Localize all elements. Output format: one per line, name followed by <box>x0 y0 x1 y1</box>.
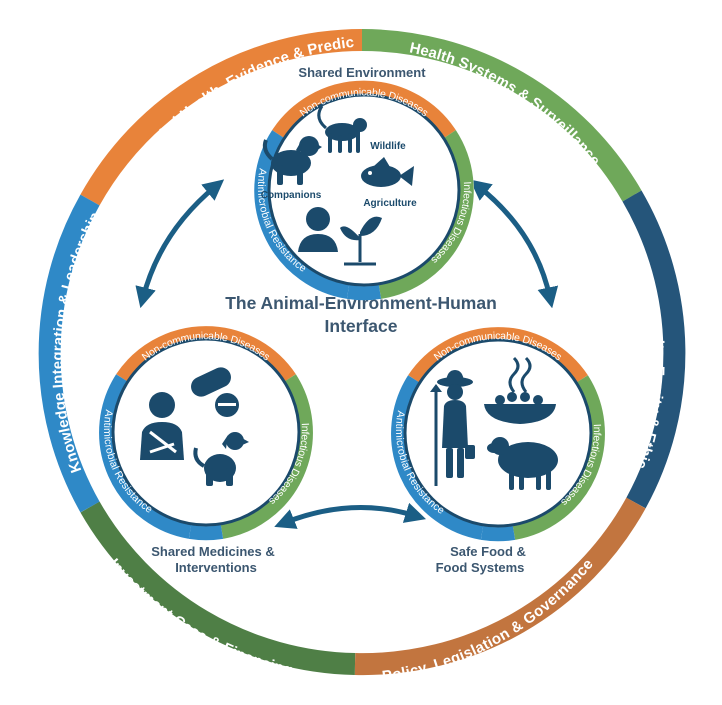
circle-shared-medicines: Non-communicable Diseases Infectious Dis… <box>98 324 314 575</box>
sheep-icon <box>487 437 558 490</box>
circle-safe-food: Non-communicable Diseases Infectious Dis… <box>390 325 606 575</box>
farmer-icon <box>430 370 475 486</box>
arrows <box>135 179 559 529</box>
ring-label-policy: Policy, Legislation & Governance <box>381 556 597 686</box>
center-title: The Animal-Environment-Human Interface <box>225 293 497 336</box>
injured-person-icon <box>140 392 184 460</box>
arrow-icon <box>469 179 559 309</box>
ring-segment-gender-equity <box>622 190 686 509</box>
ring-segment-knowledge <box>38 194 100 513</box>
dog-icon <box>262 136 322 185</box>
caption-shared-medicines-1: Shared Medicines & <box>151 544 275 559</box>
label-companions: Companions <box>261 190 322 201</box>
label-agriculture: Agriculture <box>363 198 417 209</box>
circle-shared-environment: Shared Environment Non-communicable Dise… <box>254 65 474 301</box>
ring-segment-investment <box>80 501 356 675</box>
monkey-icon <box>317 105 367 153</box>
sprout-icon <box>340 216 382 266</box>
center-title-line2: Interface <box>325 316 398 336</box>
pills-icon <box>191 367 239 417</box>
arrow-icon <box>135 179 225 309</box>
ring-segment-health-systems <box>361 29 642 202</box>
ring-segment-policy <box>354 497 646 676</box>
pet-dog-icon <box>193 432 249 486</box>
caption-safe-food-2: Food Systems <box>436 560 525 575</box>
fish-icon <box>361 157 414 187</box>
caption-shared-medicines-2: Interventions <box>175 560 257 575</box>
caption-shared-environment: Shared Environment <box>298 65 426 80</box>
center-title-line1: The Animal-Environment-Human <box>225 293 497 313</box>
caption-safe-food-1: Safe Food & <box>450 544 526 559</box>
person-icon <box>298 207 338 252</box>
arrow-icon <box>274 502 427 529</box>
label-wildlife: Wildlife <box>370 141 406 152</box>
ring-segment-digital-health <box>80 29 363 206</box>
outer-ring <box>38 29 686 676</box>
food-bowl-icon <box>484 356 556 424</box>
